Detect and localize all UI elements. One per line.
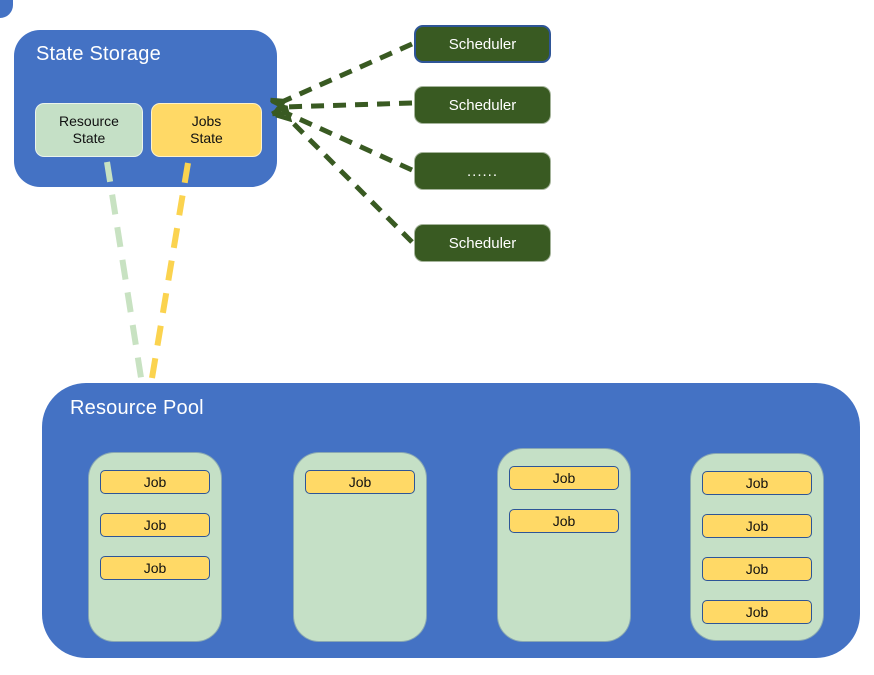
scheduler-box-4: Scheduler xyxy=(414,224,551,262)
jobs-state-label-line1: Jobs xyxy=(191,113,222,129)
job-box: Job xyxy=(100,556,210,580)
scheduler-box-ellipsis: ...... xyxy=(414,152,551,190)
job-box: Job xyxy=(509,466,619,490)
job-box: Job xyxy=(305,470,415,494)
scheduler-box-2: Scheduler xyxy=(414,86,551,124)
job-box: Job xyxy=(702,514,812,538)
scheduler-ellipsis-label: ...... xyxy=(466,162,498,180)
resource-pool-title: Resource Pool xyxy=(70,397,204,419)
jobs-state-label-line2: State xyxy=(190,130,223,146)
job-box: Job xyxy=(702,471,812,495)
resource-state-label-line2: State xyxy=(72,130,106,146)
resource-state-label-line1: Resource xyxy=(59,113,119,129)
job-box: Job xyxy=(100,470,210,494)
scheduler3-to-storage-line xyxy=(286,113,414,173)
jobs-state-to-pool-line xyxy=(148,162,191,385)
scheduler-box-1: Scheduler xyxy=(414,25,551,63)
scheduler-4-label: Scheduler xyxy=(448,234,517,252)
resource-state-to-pool-line xyxy=(104,161,145,385)
scheduler4-to-storage-line xyxy=(289,119,414,244)
job-box: Job xyxy=(702,557,812,581)
jobs-state-box: Jobs State xyxy=(151,103,262,157)
job-box: Job xyxy=(702,600,812,624)
scheduler1-to-storage-line xyxy=(284,41,414,101)
scheduler-1-label: Scheduler xyxy=(448,35,517,53)
scheduler-2-label: Scheduler xyxy=(448,96,517,114)
scheduler2-to-storage-line xyxy=(284,103,413,107)
state-storage-box: State Storage Resource State Jobs State xyxy=(14,30,277,187)
clipped-corner-shape xyxy=(0,0,13,18)
resource-state-box: Resource State xyxy=(35,103,143,157)
job-box: Job xyxy=(509,509,619,533)
pool-node-2: Job xyxy=(293,452,427,642)
state-storage-title: State Storage xyxy=(36,43,161,65)
job-box: Job xyxy=(100,513,210,537)
